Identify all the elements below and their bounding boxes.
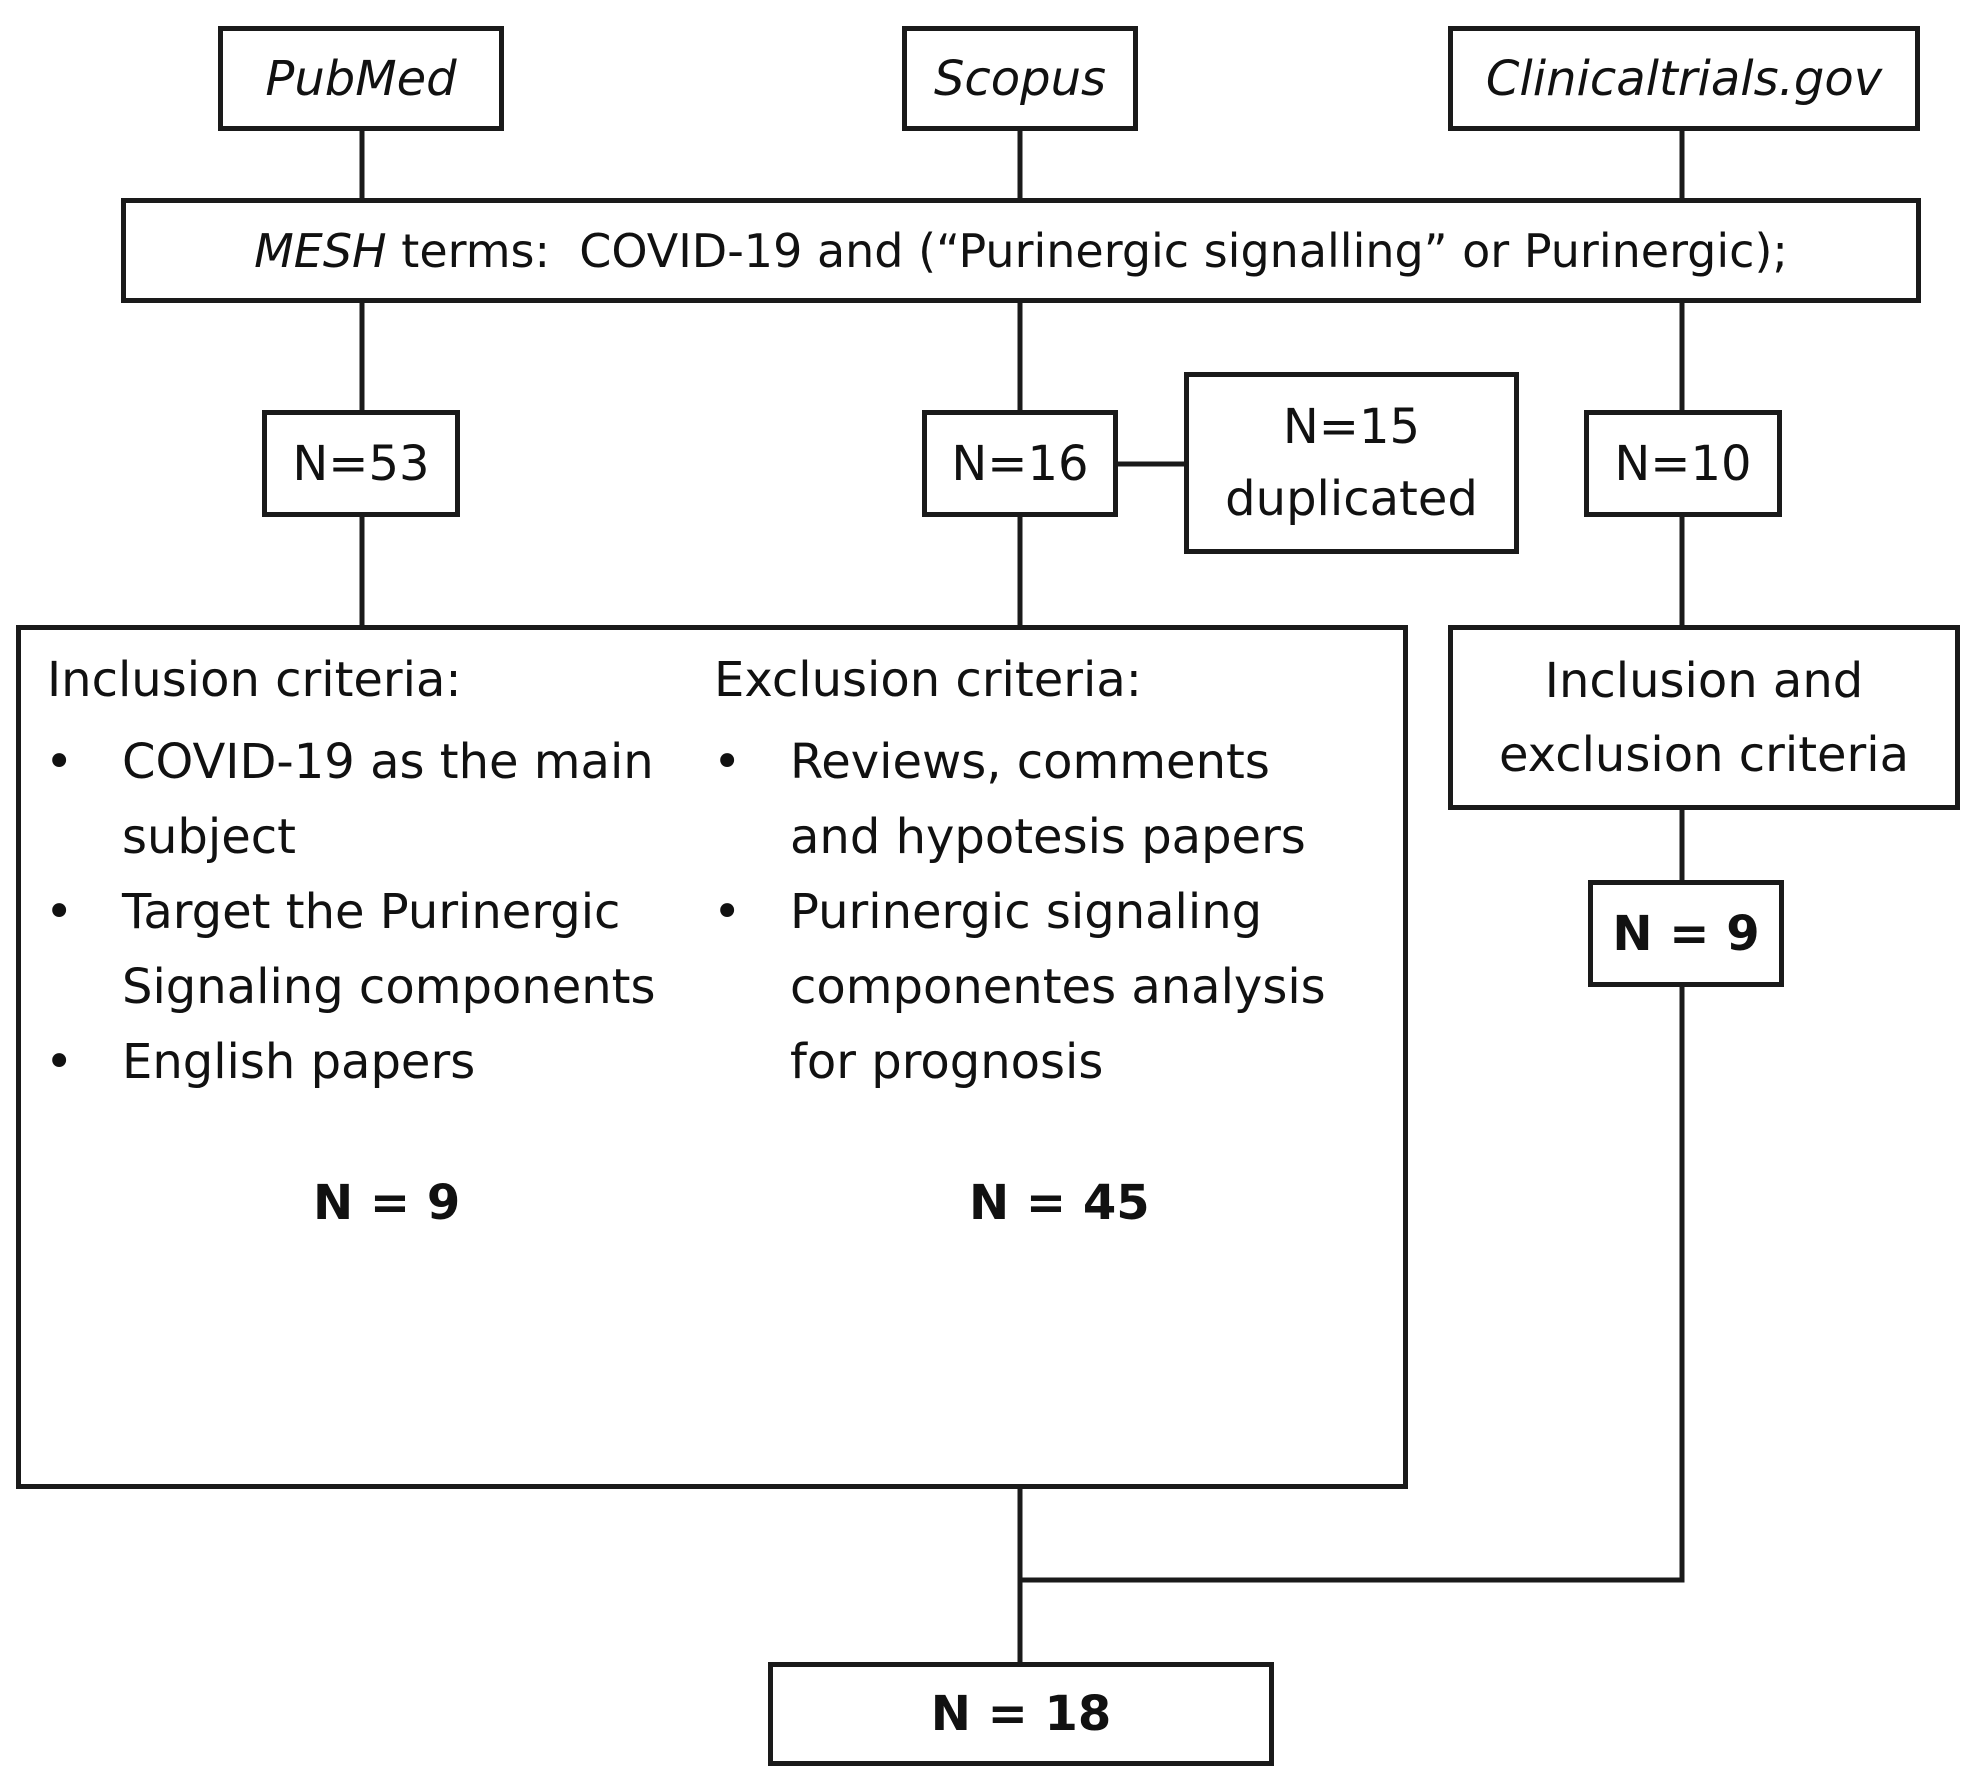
search-terms-box: MESH terms: COVID-19 and (“Purinergic si… bbox=[121, 198, 1921, 303]
count-pubmed-value: N=53 bbox=[292, 435, 430, 492]
source-pubmed: PubMed bbox=[218, 26, 504, 131]
exclusion-criteria-title: Exclusion criteria: bbox=[714, 652, 1142, 708]
exclusion-item-text: Reviews, comments and hypotesis papers bbox=[790, 734, 1306, 865]
inclusion-criteria-title: Inclusion criteria: bbox=[47, 652, 462, 708]
inclusion-count: N = 9 bbox=[313, 1175, 461, 1231]
clinical-criteria-line1: Inclusion and bbox=[1544, 652, 1864, 709]
source-clinicaltrials: Clinicaltrials.gov bbox=[1448, 26, 1920, 131]
exclusion-item: •Reviews, comments and hypotesis papers bbox=[713, 734, 1306, 865]
source-clinicaltrials-label: Clinicaltrials.gov bbox=[1485, 50, 1883, 107]
count-clinicaltrials-value: N=10 bbox=[1614, 435, 1752, 492]
source-pubmed-label: PubMed bbox=[265, 50, 457, 107]
inclusion-item: •COVID-19 as the main subject bbox=[45, 734, 654, 865]
clinical-criteria-box: Inclusion and exclusion criteria bbox=[1448, 625, 1960, 810]
source-scopus-label: Scopus bbox=[933, 50, 1107, 107]
exclusion-item-text: Purinergic signaling componentes analysi… bbox=[790, 884, 1326, 1090]
screening-criteria-box: Inclusion criteria: •COVID-19 as the mai… bbox=[16, 625, 1408, 1489]
source-scopus: Scopus bbox=[902, 26, 1138, 131]
inclusion-item-text: English papers bbox=[122, 1034, 476, 1090]
final-count: N = 18 bbox=[930, 1686, 1112, 1742]
duplicated-label: duplicated bbox=[1225, 471, 1478, 527]
count-pubmed: N=53 bbox=[262, 410, 460, 517]
inclusion-item-text: COVID-19 as the main subject bbox=[122, 734, 654, 865]
count-scopus: N=16 bbox=[922, 410, 1118, 517]
clinical-count-box: N = 9 bbox=[1588, 880, 1784, 987]
inclusion-item: •Target the Purinergic Signaling compone… bbox=[45, 884, 656, 1015]
exclusion-item: •Purinergic signaling componentes analys… bbox=[713, 884, 1326, 1090]
search-terms-text: terms: COVID-19 and (“Purinergic signall… bbox=[386, 223, 1788, 278]
final-count-box: N = 18 bbox=[768, 1662, 1274, 1766]
line-n9-to-merge bbox=[1020, 985, 1685, 1583]
exclusion-count: N = 45 bbox=[969, 1175, 1150, 1231]
inclusion-criteria-list: •COVID-19 as the main subject •Target th… bbox=[45, 725, 705, 1100]
clinical-count: N = 9 bbox=[1612, 905, 1760, 962]
inclusion-item: •English papers bbox=[45, 1034, 476, 1090]
count-scopus-value: N=16 bbox=[951, 435, 1089, 492]
exclusion-criteria-list: •Reviews, comments and hypotesis papers … bbox=[713, 725, 1373, 1100]
search-terms-mesh: MESH bbox=[254, 223, 387, 278]
count-clinicaltrials: N=10 bbox=[1584, 410, 1782, 517]
clinical-criteria-line2: exclusion criteria bbox=[1498, 726, 1910, 783]
inclusion-item-text: Target the Purinergic Signaling componen… bbox=[122, 884, 656, 1015]
duplicated-box: N=15 duplicated bbox=[1184, 372, 1519, 554]
duplicated-count: N=15 bbox=[1282, 399, 1421, 455]
